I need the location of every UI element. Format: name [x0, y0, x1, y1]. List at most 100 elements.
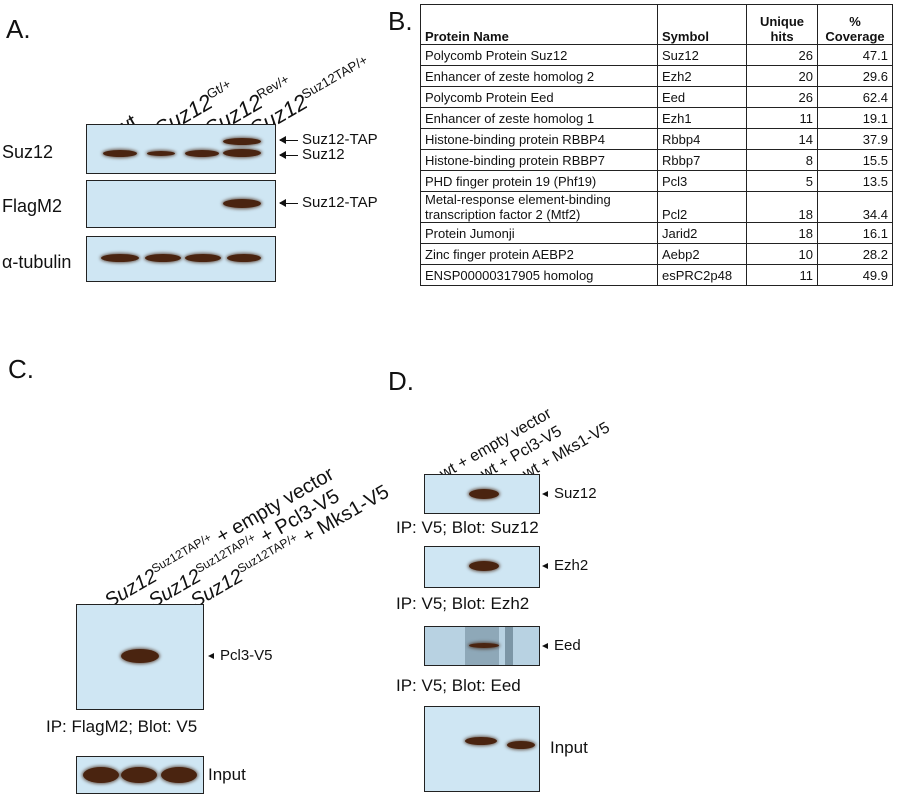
annot-suz12-tap: Suz12-TAP: [279, 131, 378, 148]
blot-d-eed: [424, 626, 540, 666]
blot-c-v5: [76, 604, 204, 710]
cell-coverage: 13.5: [817, 170, 893, 192]
cell-unique-hits: 8: [746, 149, 818, 171]
cell-symbol: esPRC2p48: [657, 264, 747, 286]
caption-d-eed: IP: V5; Blot: Eed: [396, 676, 521, 695]
cell-symbol: Eed: [657, 86, 747, 108]
cell-symbol: Rbbp4: [657, 128, 747, 150]
blot-a-tubulin: [86, 236, 276, 282]
cell-unique-hits: 5: [746, 170, 818, 192]
blot-c-input: [76, 756, 204, 794]
band: [147, 151, 175, 156]
cell-unique-hits: 11: [746, 107, 818, 129]
cell-protein-name: Metal-response element-binding transcrip…: [420, 191, 658, 223]
row-label-tubulin: α-tubulin: [2, 252, 72, 272]
cell-unique-hits: 10: [746, 243, 818, 265]
cell-symbol: Ezh2: [657, 65, 747, 87]
cell-symbol: Jarid2: [657, 222, 747, 244]
annot-d-eed: Eed: [542, 637, 581, 654]
band: [121, 767, 157, 783]
caption-c: IP: FlagM2; Blot: V5: [46, 717, 198, 736]
cell-coverage: 19.1: [817, 107, 893, 129]
band: [469, 561, 499, 571]
cell-unique-hits: 18: [746, 222, 818, 244]
caption-d-ezh2: IP: V5; Blot: Ezh2: [396, 594, 530, 613]
cell-coverage: 47.1: [817, 44, 893, 66]
caption-d-suz12: IP: V5; Blot: Suz12: [396, 518, 539, 537]
header-unique-hits: Unique hits: [746, 4, 818, 45]
panel-c-label: C.: [8, 354, 34, 384]
annot-flag-suz12-tap: Suz12-TAP: [279, 194, 378, 211]
cell-unique-hits: 26: [746, 86, 818, 108]
band: [83, 767, 119, 783]
noise-strip: [505, 627, 513, 665]
band: [223, 199, 261, 208]
cell-protein-name: Enhancer of zeste homolog 1: [420, 107, 658, 129]
band: [507, 741, 535, 749]
band: [185, 254, 221, 262]
cell-coverage: 16.1: [817, 222, 893, 244]
cell-protein-name: Enhancer of zeste homolog 2: [420, 65, 658, 87]
cell-protein-name: PHD finger protein 19 (Phf19): [420, 170, 658, 192]
header-protein-name: Protein Name: [420, 4, 658, 45]
band: [465, 737, 497, 745]
annot-d-ezh2: Ezh2: [542, 557, 588, 574]
cell-symbol: Aebp2: [657, 243, 747, 265]
annot-suz12: Suz12: [279, 146, 345, 163]
header-coverage: % Coverage: [817, 4, 893, 45]
cell-protein-name: ENSP00000317905 homolog: [420, 264, 658, 286]
cell-symbol: Ezh1: [657, 107, 747, 129]
input-label-c: Input: [208, 765, 246, 784]
input-label-d: Input: [550, 738, 588, 757]
header-symbol: Symbol: [657, 4, 747, 45]
cell-unique-hits: 14: [746, 128, 818, 150]
cell-symbol: Suz12: [657, 44, 747, 66]
cell-symbol: Pcl2: [657, 191, 747, 223]
blot-a-flagm2: [86, 180, 276, 228]
cell-protein-name: Zinc finger protein AEBP2: [420, 243, 658, 265]
cell-symbol: Pcl3: [657, 170, 747, 192]
cell-coverage: 62.4: [817, 86, 893, 108]
band: [469, 489, 499, 499]
cell-protein-name: Histone-binding protein RBBP4: [420, 128, 658, 150]
band: [145, 254, 181, 262]
cell-coverage: 37.9: [817, 128, 893, 150]
cell-unique-hits: 18: [746, 191, 818, 223]
band: [469, 643, 499, 648]
panel-a-label: A.: [6, 14, 31, 44]
blot-d-suz12: [424, 474, 540, 514]
blot-d-ezh2: [424, 546, 540, 588]
cell-unique-hits: 20: [746, 65, 818, 87]
cell-protein-name: Polycomb Protein Suz12: [420, 44, 658, 66]
blot-a-suz12: [86, 124, 276, 174]
row-label-suz12: Suz12: [2, 142, 54, 162]
row-label-flagm2: FlagM2: [2, 196, 63, 216]
band: [227, 254, 261, 262]
cell-symbol: Rbbp7: [657, 149, 747, 171]
annot-d-suz12: Suz12: [542, 485, 597, 502]
cell-protein-name: Histone-binding protein RBBP7: [420, 149, 658, 171]
band: [101, 254, 139, 262]
cell-unique-hits: 11: [746, 264, 818, 286]
band: [223, 138, 261, 145]
protein-table: Protein Name Symbol Unique hits % Covera…: [420, 4, 893, 286]
cell-coverage: 49.9: [817, 264, 893, 286]
panel-d-label: D.: [388, 366, 414, 396]
band: [103, 150, 137, 157]
panel-b-label: B.: [388, 6, 413, 36]
table-row: Metal-response element-binding transcrip…: [420, 191, 893, 223]
band: [121, 649, 159, 663]
blot-d-input: [424, 706, 540, 792]
cell-coverage: 34.4: [817, 191, 893, 223]
cell-unique-hits: 26: [746, 44, 818, 66]
